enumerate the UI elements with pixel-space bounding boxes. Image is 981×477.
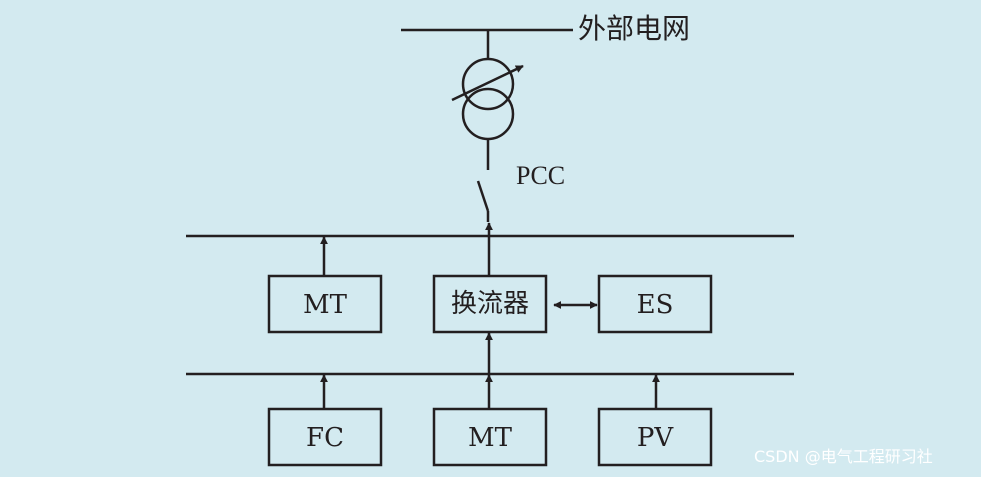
converter-label: 换流器 [450,289,529,319]
fc-label: FC [306,423,344,453]
transformer-secondary-coil [461,87,515,141]
fc-box [267,407,383,467]
pcc-switch-blade [476,180,490,212]
transformer-primary-coil [461,57,515,111]
mt-bottom-label: MT [468,423,512,453]
mt-top-box [267,274,383,334]
converter-box [432,274,548,334]
pcc-label: PCC [516,161,566,190]
watermark: CSDN @电气工程研习社 [754,447,933,466]
mt-bottom-box [432,407,548,467]
mt-top-label: MT [303,290,347,320]
es-label: ES [636,290,674,320]
transformer-tap-arrow [451,64,524,102]
es-box [597,274,713,334]
pv-label: PV [636,423,674,453]
pv-box [597,407,713,467]
external-grid-label: 外部电网 [578,12,691,45]
